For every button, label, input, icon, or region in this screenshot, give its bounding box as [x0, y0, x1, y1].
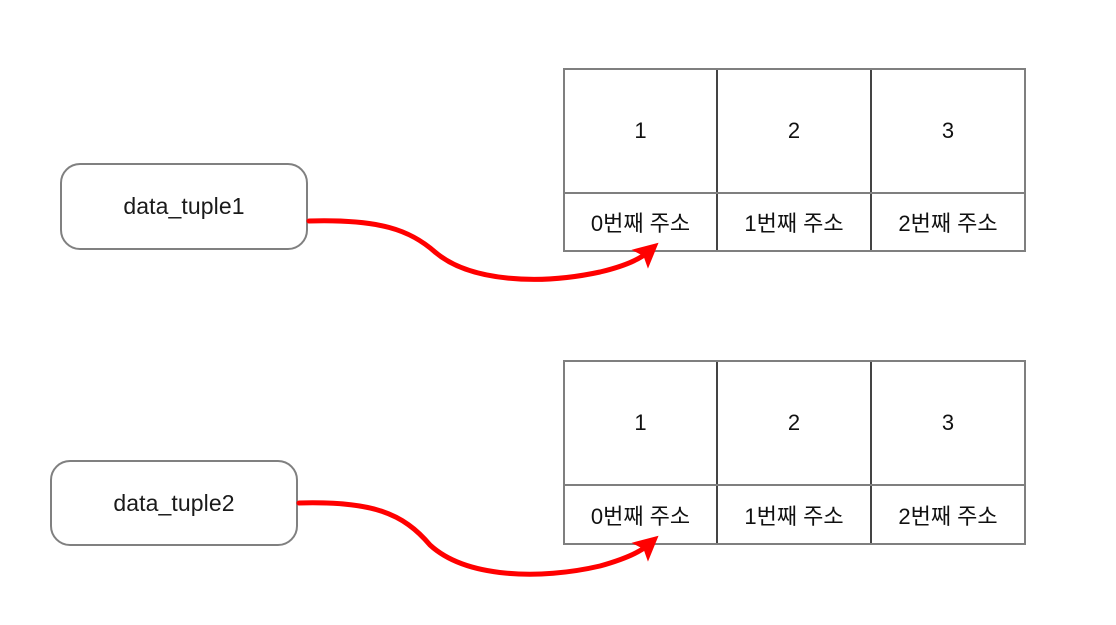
table-cell-value-1[interactable]: 2	[718, 362, 872, 485]
node-data-tuple1-label: data_tuple1	[123, 193, 245, 219]
node-data-tuple2[interactable]: data_tuple2	[50, 460, 298, 546]
table-cell-value-0[interactable]: 1	[565, 362, 718, 485]
table-row-values: 1 2 3	[565, 362, 1024, 487]
table-cell-value-0[interactable]: 1	[565, 70, 718, 193]
table-cell-address-1[interactable]: 1번째 주소	[718, 194, 872, 250]
memory-table-tuple1: 1 2 3 0번째 주소 1번째 주소 2번째 주소	[563, 68, 1026, 252]
node-data-tuple2-label: data_tuple2	[113, 489, 235, 516]
memory-table-tuple2: 1 2 3 0번째 주소 1번째 주소 2번째 주소	[563, 360, 1026, 545]
table-row-addresses: 0번째 주소 1번째 주소 2번째 주소	[565, 486, 1024, 543]
table-cell-address-2[interactable]: 2번째 주소	[898, 211, 998, 237]
table-cell-address-2[interactable]: 2번째 주소	[898, 503, 998, 529]
table-cell-value-1[interactable]: 2	[718, 70, 872, 193]
table-cell-address-0[interactable]: 0번째 주소	[565, 486, 718, 543]
node-data-tuple1[interactable]: data_tuple1	[60, 163, 308, 250]
table-cell-address-0[interactable]: 0번째 주소	[565, 194, 718, 250]
table-cell-address-1[interactable]: 1번째 주소	[718, 486, 872, 543]
table-cell-value-2[interactable]: 3	[941, 410, 955, 436]
table-row-values: 1 2 3	[565, 70, 1024, 195]
table-row-addresses: 0번째 주소 1번째 주소 2번째 주소	[565, 194, 1024, 250]
table-cell-value-2[interactable]: 3	[941, 118, 955, 144]
